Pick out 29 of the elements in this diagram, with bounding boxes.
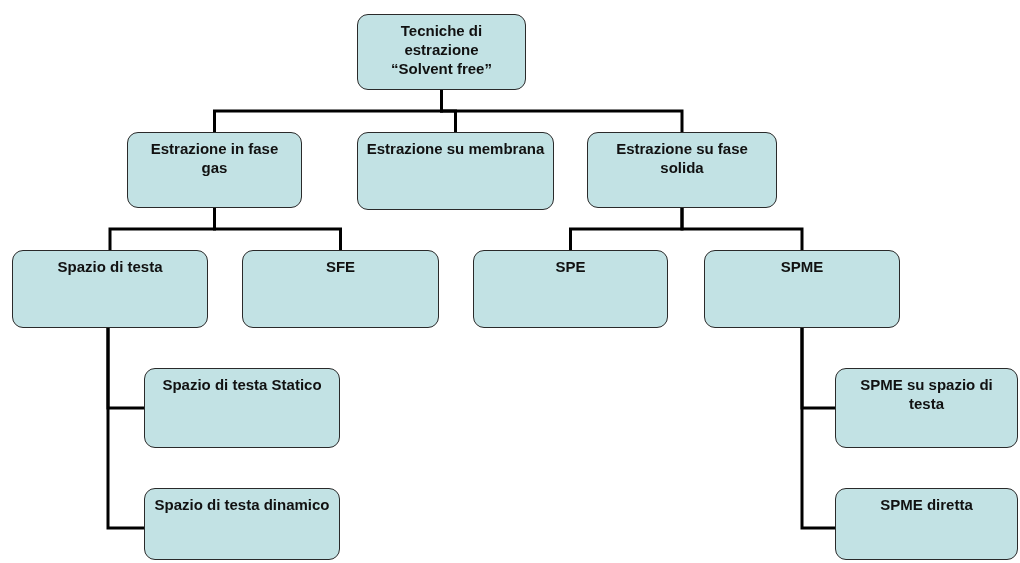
- box-label: Tecniche di estrazione “Solvent free”: [390, 21, 493, 78]
- process-box: [242, 250, 439, 328]
- connector-line: [800, 328, 835, 530]
- box-label: Spazio di testa Statico: [162, 375, 322, 394]
- box-label: Estrazione su membrana: [366, 139, 545, 158]
- process-box: [473, 250, 668, 328]
- process-box: [127, 132, 302, 208]
- box-label: Spazio di testa: [57, 257, 163, 276]
- process-box: [357, 132, 554, 210]
- process-box: [835, 488, 1018, 560]
- box-label: SPE: [555, 257, 586, 276]
- process-box: [587, 132, 777, 208]
- box-label: SPME: [780, 257, 824, 276]
- process-box: [144, 368, 340, 448]
- connector-line: [680, 208, 804, 250]
- box-label: SFE: [325, 257, 356, 276]
- box-label: SPME su spazio di testa: [859, 375, 994, 413]
- connector-line: [440, 90, 684, 132]
- process-box: [144, 488, 340, 560]
- box-label: SPME diretta: [880, 495, 973, 514]
- box-label: Estrazione su fase solida: [615, 139, 749, 177]
- box-label: Estrazione in fase gas: [149, 139, 280, 177]
- connector-line: [106, 328, 144, 530]
- process-box: [12, 250, 208, 328]
- connector-line: [213, 208, 342, 250]
- process-box: [704, 250, 900, 328]
- box-label: Spazio di testa dinamico: [154, 495, 330, 514]
- process-box: [357, 14, 526, 90]
- process-box: [835, 368, 1018, 448]
